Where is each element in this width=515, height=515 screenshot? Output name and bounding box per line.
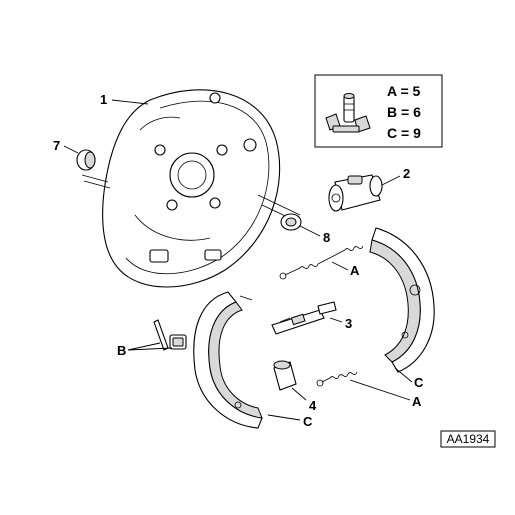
callout-c-right: C (414, 375, 424, 390)
quantity-legend: A = 5 B = 6 C = 9 (314, 74, 443, 148)
legend-row-b: B = 6 (387, 104, 421, 120)
callout-c-left: C (303, 414, 313, 429)
callout-a-upper: A (350, 263, 360, 278)
part-8-bush (280, 213, 321, 237)
wheel-cylinder (328, 174, 401, 212)
diagram-code: AA1934 (447, 432, 490, 446)
right-brake-shoe (369, 227, 435, 383)
callout-b: B (117, 343, 126, 358)
diagram-code-box: AA1934 (440, 430, 496, 448)
backing-plate (102, 89, 301, 288)
part-7-cap (63, 145, 111, 189)
callout-a-lower: A (412, 394, 422, 409)
legend-row-a: A = 5 (387, 83, 421, 99)
callout-8: 8 (323, 230, 330, 245)
callout-labels: 1 7 2 8 A 3 B C A 4 C (53, 92, 424, 429)
left-brake-shoe (193, 291, 301, 429)
hold-down-pin-clip (127, 319, 187, 351)
callout-1: 1 (100, 92, 107, 107)
callout-3: 3 (345, 316, 352, 331)
callout-4: 4 (309, 398, 317, 413)
adjuster-strut (271, 301, 343, 335)
legend-hardware-icon (325, 93, 371, 133)
legend-row-c: C = 9 (387, 125, 421, 141)
part-4-sleeve (273, 360, 307, 401)
lower-return-spring (316, 371, 411, 401)
callout-2: 2 (403, 166, 410, 181)
callout-7: 7 (53, 138, 60, 153)
upper-return-spring (279, 245, 364, 280)
